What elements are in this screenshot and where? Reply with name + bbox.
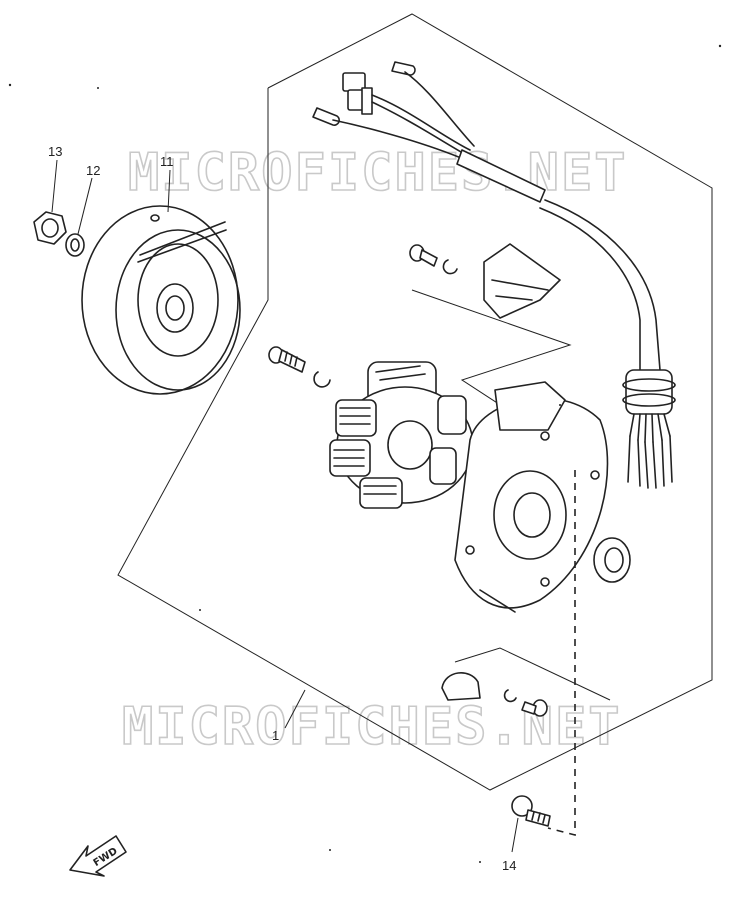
oil-seal: [593, 537, 631, 583]
callout-1: 1: [272, 728, 279, 743]
alignment-dash-line: [547, 470, 576, 837]
callout-12: 12: [86, 163, 100, 178]
stator-base-plate: [454, 381, 609, 613]
stator-coil: [329, 361, 474, 509]
flywheel-rotor: [81, 205, 241, 395]
callout-14: 14: [502, 858, 516, 873]
pickup-screw: [409, 244, 458, 275]
cable-clamp: [441, 672, 548, 717]
callout-11: 11: [160, 154, 174, 169]
wire-harness: [312, 61, 676, 489]
fwd-arrow-icon: FWD: [69, 835, 127, 877]
leader-lines: [51, 159, 519, 853]
scan-specks: [8, 44, 722, 863]
watermark-top: MICROFICHES.NET: [128, 143, 628, 203]
stator-screw: [268, 346, 331, 388]
nut-part: [33, 211, 67, 245]
washer-part: [65, 233, 85, 257]
callout-13: 13: [48, 144, 62, 159]
pickup-coil: [483, 243, 561, 319]
bolt-part: [511, 795, 551, 827]
